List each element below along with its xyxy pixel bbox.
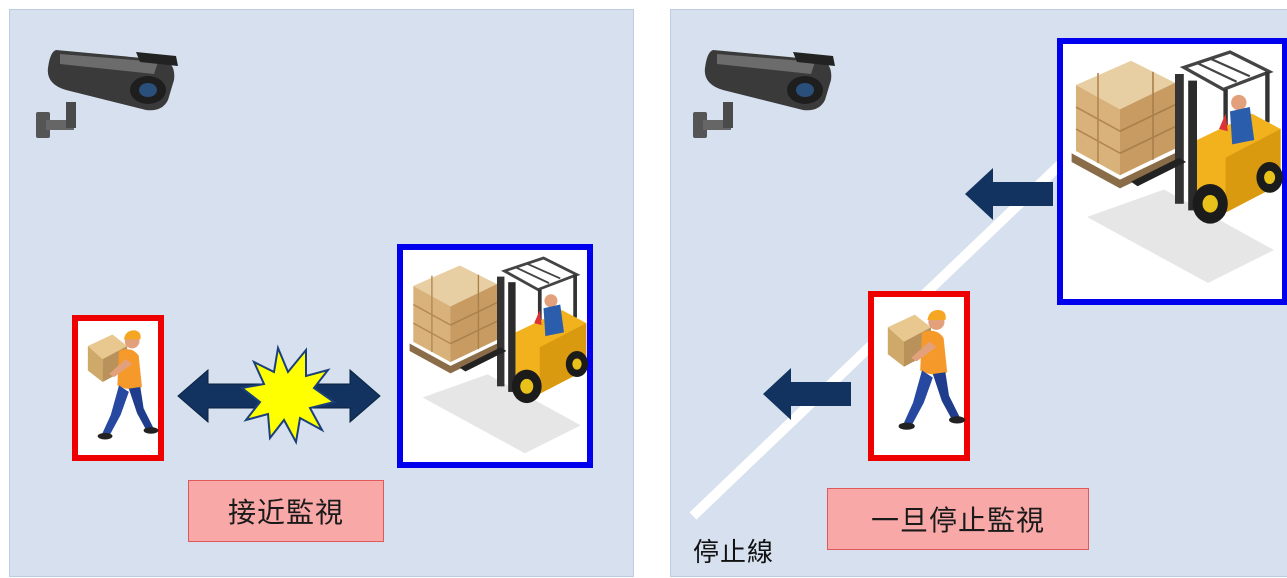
left-arrow-icon [763,368,851,420]
proximity-monitoring-panel: 接近監視 [9,9,634,577]
stop-line-label: 停止線 [693,538,775,568]
temporary-stop-monitoring-label: 一旦停止監視 [827,488,1089,550]
camera-icon [36,50,178,138]
left-arrow-icon [965,168,1053,220]
temporary-stop-monitoring-panel: 一旦停止監視 停止線 [670,9,1287,577]
collision-burst-icon [239,344,337,446]
camera-icon [693,50,835,138]
proximity-monitoring-label: 接近監視 [188,480,384,542]
